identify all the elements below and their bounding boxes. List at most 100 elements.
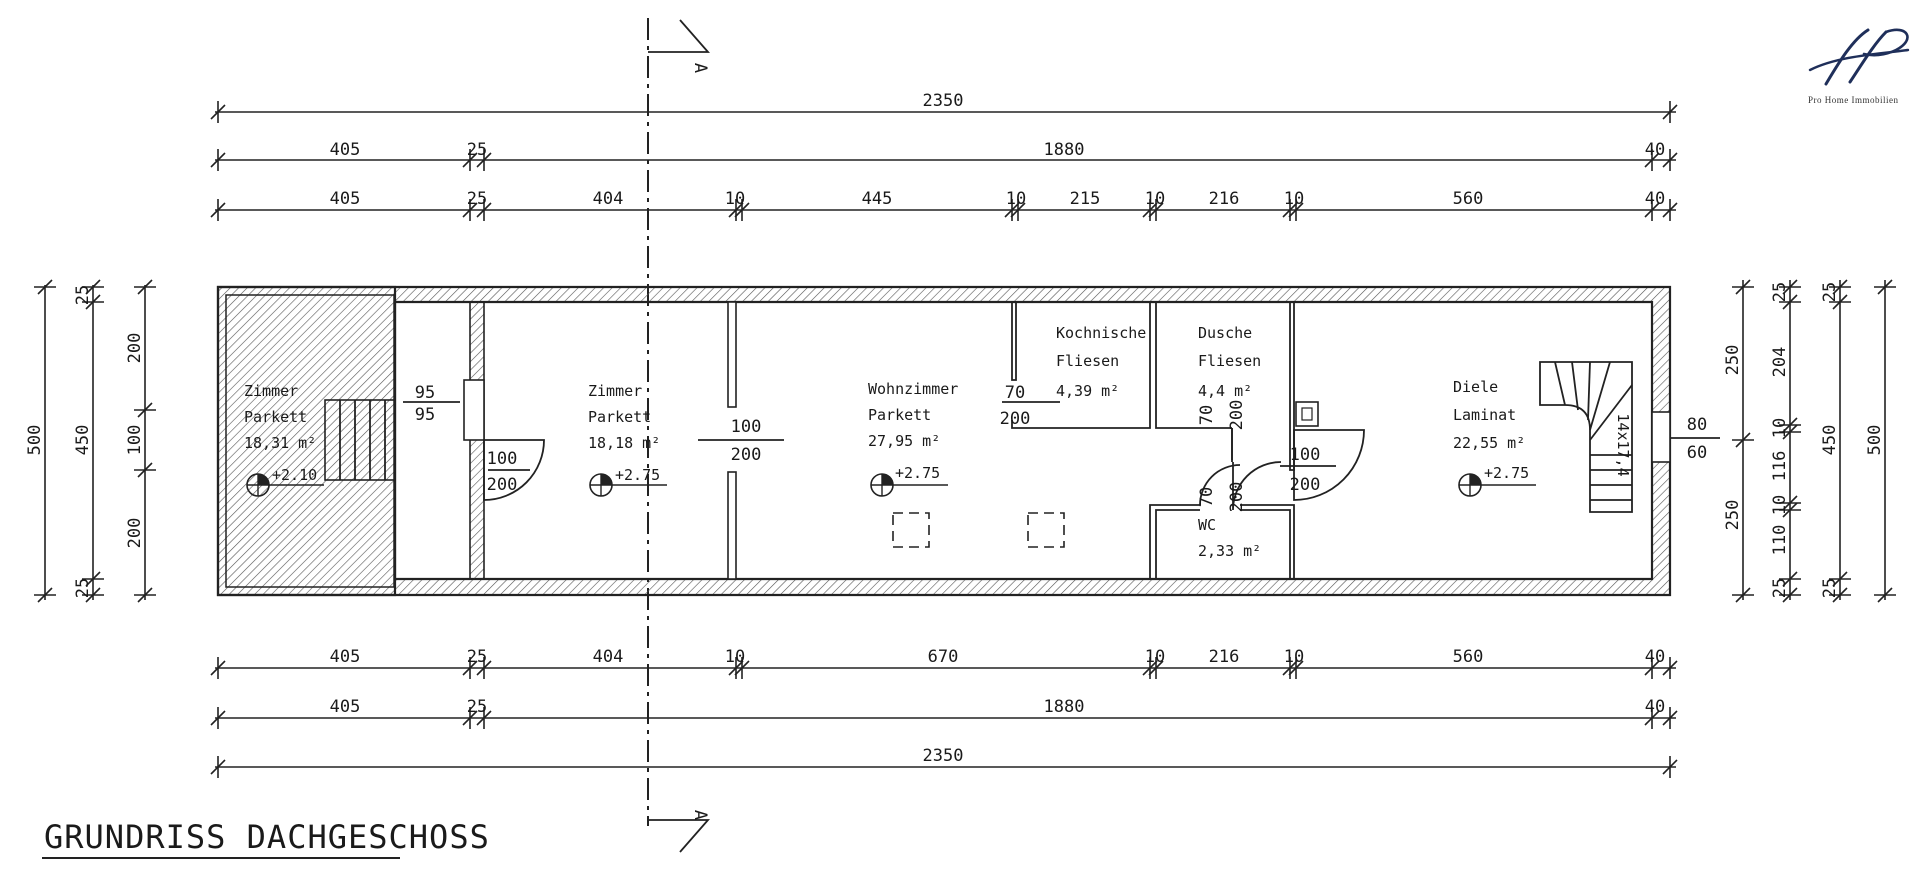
room-3-area: 27,95 m²	[868, 432, 940, 450]
dim-top-r3-11: 40	[1645, 189, 1665, 209]
dim-right-bottom25: 25	[1820, 578, 1840, 598]
room-7-floor: Laminat	[1453, 406, 1516, 424]
dimension-tick	[137, 462, 153, 478]
opening-d4-top: 70	[1005, 383, 1025, 403]
dim-top-r3-6: 215	[1070, 189, 1101, 209]
dimension-tick	[1148, 202, 1164, 218]
dimension-tick	[462, 710, 478, 726]
dim-left-inner-1: 100	[125, 425, 145, 456]
dimension-tick	[210, 202, 226, 218]
stair-label: 14x17,4	[1614, 413, 1632, 476]
dim-bot-r1-4: 670	[928, 647, 959, 667]
dimension-tick	[1148, 660, 1164, 676]
hp-monogram-icon	[1808, 28, 1910, 86]
room-1-area: 18,31 m²	[244, 434, 316, 452]
dim-left-inner-2: 200	[125, 518, 145, 549]
room-2-floor: Parkett	[588, 408, 651, 426]
opening-d1-bottom: 95	[415, 405, 435, 425]
logo-text: Pro Home Immobilien	[1808, 95, 1899, 105]
opening-labels: 95 95 100 200 100 200 70 200 70 200 70 2…	[403, 383, 1720, 512]
dim-right-c2-3: 116	[1770, 451, 1790, 482]
dimension-tick	[1782, 502, 1798, 518]
dimension-tick	[734, 202, 750, 218]
dimension-tick	[1782, 279, 1798, 295]
dimension-tick	[137, 587, 153, 603]
dim-bot-r1-2: 404	[593, 647, 624, 667]
dim-bot-r1-0: 405	[330, 647, 361, 667]
dim-top-r3-10: 560	[1453, 189, 1484, 209]
dimension-tick	[1782, 495, 1798, 511]
dim-left-inner-0: 200	[125, 333, 145, 364]
room-1-name: Zimmer	[244, 382, 298, 400]
bottom-dimensions: 405 25 404 10 670 10 216 10 560 40 405 2…	[210, 647, 1678, 778]
dim-right-outer: 500	[1865, 425, 1885, 456]
room-5-floor: Fliesen	[1198, 352, 1261, 370]
window-right-bottom: 60	[1687, 443, 1707, 463]
dimension-tick	[1662, 202, 1678, 218]
dimension-tick	[1288, 660, 1304, 676]
opening-d7-top: 100	[1290, 445, 1321, 465]
dimension-tick	[1644, 660, 1660, 676]
dimension-tick	[476, 710, 492, 726]
dimension-tick	[137, 279, 153, 295]
room-3-floor: Parkett	[868, 406, 931, 424]
opening-d4-bottom: 200	[1000, 409, 1031, 429]
opening-d2-bottom: 200	[487, 475, 518, 495]
dimension-tick	[1782, 424, 1798, 440]
opening-d1-top: 95	[415, 383, 435, 403]
dim-bot-r1-5: 10	[1145, 647, 1165, 667]
dimension-tick	[1735, 432, 1751, 448]
dimension-tick	[37, 587, 53, 603]
dimension-tick	[476, 152, 492, 168]
dim-bot-r1-8: 560	[1453, 647, 1484, 667]
room-3-name: Wohnzimmer	[868, 380, 958, 398]
dim-right-inner-1: 250	[1723, 500, 1743, 531]
dim-top-r2-3: 40	[1645, 140, 1665, 160]
opening-d2-top: 100	[487, 449, 518, 469]
opening-d6-top: 70	[1197, 487, 1217, 507]
dimension-tick	[462, 152, 478, 168]
room-labels: Zimmer Parkett 18,31 m² +2.10 Zimmer Par…	[244, 324, 1529, 560]
dimension-tick	[1832, 294, 1848, 310]
dim-right-c2-0: 25	[1770, 282, 1790, 302]
right-dimensions: 250 250 25 204 10 116 10 110 25 25 450 2…	[1723, 279, 1896, 603]
room-3-level: +2.75	[895, 464, 940, 482]
room-2-level: +2.75	[615, 466, 660, 484]
dim-bot-r2-3: 40	[1645, 697, 1665, 717]
dimension-tick	[734, 660, 750, 676]
dimension-tick	[1877, 279, 1893, 295]
dim-top-r3-1: 25	[467, 189, 487, 209]
page-title: GRUNDRISS DACHGESCHOSS	[44, 818, 490, 856]
room-4-floor: Fliesen	[1056, 352, 1119, 370]
dim-top-r3-0: 405	[330, 189, 361, 209]
dimension-tick	[1282, 660, 1298, 676]
dimension-tick	[1877, 587, 1893, 603]
dimension-tick	[1832, 571, 1848, 587]
dim-right-top25: 25	[1820, 282, 1840, 302]
stairs-right: 14x17,4	[1539, 361, 1633, 513]
room-7-level: +2.75	[1484, 464, 1529, 482]
dim-bot-overall: 2350	[923, 746, 964, 766]
dim-top-r2-0: 405	[330, 140, 361, 160]
dimension-tick	[462, 202, 478, 218]
dimension-tick	[476, 202, 492, 218]
room-1-floor: Parkett	[244, 408, 307, 426]
dim-right-c2-6: 25	[1770, 578, 1790, 598]
dim-right-c2-4: 10	[1770, 495, 1790, 515]
dim-top-r3-2: 404	[593, 189, 624, 209]
dimension-tick	[137, 402, 153, 418]
room-2-name: Zimmer	[588, 382, 642, 400]
dim-right-mid: 450	[1820, 425, 1840, 456]
dim-bot-r1-1: 25	[467, 647, 487, 667]
dimension-tick	[462, 660, 478, 676]
dimension-tick	[1644, 710, 1660, 726]
dim-left-mid: 450	[73, 425, 93, 456]
dimension-tick	[1662, 104, 1678, 120]
dim-bot-r1-7: 10	[1284, 647, 1304, 667]
window-right-top: 80	[1687, 415, 1707, 435]
opening-d5-bottom: 200	[1227, 400, 1247, 431]
dim-top-r3-5: 10	[1006, 189, 1026, 209]
dimension-tick	[210, 152, 226, 168]
room-7-area: 22,55 m²	[1453, 434, 1525, 452]
